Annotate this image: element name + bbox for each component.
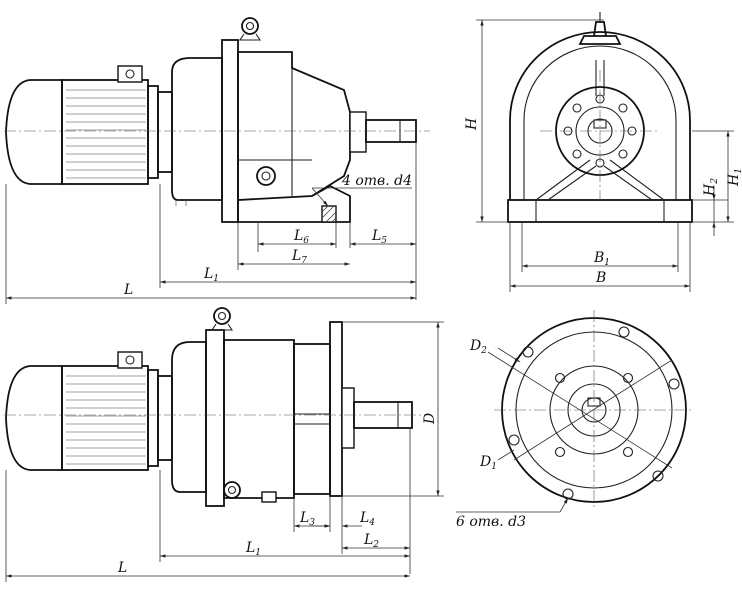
motor-body-2 <box>61 365 149 471</box>
label-B: B <box>595 270 606 286</box>
label-L7: L7 <box>291 248 307 266</box>
label-H2: H2 <box>702 178 720 197</box>
output-shaft-2 <box>353 401 413 429</box>
adapter-ring <box>157 91 173 173</box>
motor-end-cap <box>5 79 63 185</box>
label-L5: L5 <box>371 228 387 246</box>
end-view-foot-mount: H H1 H2 B1 B <box>464 12 742 292</box>
label-B1: B1 <box>593 250 610 268</box>
motor-end-cap-2 <box>5 365 63 471</box>
output-section-2 <box>293 343 331 495</box>
support-ribs <box>535 159 665 201</box>
label-flange-holes: 6 отв. d3 <box>456 514 526 530</box>
motor-flange-2 <box>147 369 159 467</box>
label-D: D <box>422 413 438 425</box>
foot-hole <box>321 205 337 223</box>
motor-body <box>61 79 149 185</box>
side-view-flange-mount: D L3 L4 L2 L1 L <box>4 307 444 582</box>
gearbox-housing-2 <box>223 339 295 499</box>
oil-plug-icon <box>256 166 276 186</box>
end-view-flange: D2 D1 6 отв. d3 <box>456 310 694 530</box>
label-H: H <box>464 117 480 131</box>
top-lug <box>578 35 622 45</box>
label-L1-2: L1 <box>245 540 261 558</box>
housing-outline <box>509 31 691 200</box>
adapter-ring-2 <box>157 375 173 461</box>
gearbox-flange-joint-2 <box>205 329 225 507</box>
side-view-foot-mount: L6 L5 L7 L1 L 4 отв. d4 <box>4 17 430 304</box>
terminal-box-2 <box>117 351 143 369</box>
gearbox-first-stage-2 <box>171 341 207 493</box>
gearbox-first-stage <box>171 57 223 201</box>
label-L4: L4 <box>359 510 375 528</box>
terminal-box <box>117 65 143 83</box>
label-L6: L6 <box>293 228 309 246</box>
lifting-eye-icon <box>241 17 259 35</box>
terminal-screw-icon <box>125 69 135 79</box>
label-L: L <box>123 282 133 298</box>
outer-bolt-holes <box>508 326 680 500</box>
shaft-collar-2 <box>341 387 355 449</box>
motor-flange <box>147 85 159 179</box>
label-foot-holes: 4 отв. d4 <box>341 173 412 189</box>
label-L2: L2 <box>363 532 379 550</box>
shaft-collar <box>349 111 367 153</box>
motor-cooling-fins-2 <box>66 375 146 465</box>
label-D1: D1 <box>479 454 497 472</box>
label-D2: D2 <box>469 338 487 356</box>
motor-cooling-fins <box>66 89 146 179</box>
lifting-eye-edge <box>593 21 607 37</box>
oil-plug-icon-2 <box>223 481 241 499</box>
label-L-2: L <box>117 560 127 576</box>
mounting-flange <box>329 321 343 497</box>
gearbox-output-housing <box>237 51 351 201</box>
inner-bolt-holes <box>554 372 634 458</box>
lifting-eye-icon-2 <box>213 307 231 325</box>
label-L3: L3 <box>299 510 315 528</box>
label-L1: L1 <box>203 266 219 284</box>
